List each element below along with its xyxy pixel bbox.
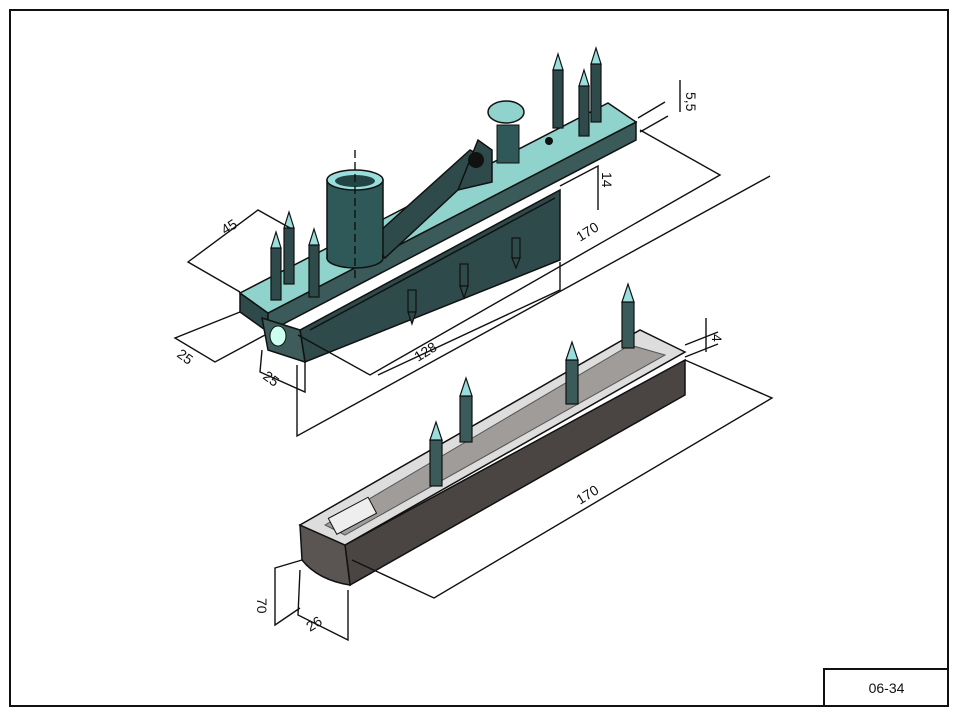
adjust-knob xyxy=(487,100,525,124)
screw xyxy=(308,226,320,298)
threaded-stud xyxy=(496,124,520,164)
screw xyxy=(459,263,469,300)
tray-end xyxy=(299,523,351,586)
dim-overall-length-top: 170 xyxy=(573,218,601,244)
screw xyxy=(552,51,564,129)
dim-lip-height: 4 xyxy=(709,334,725,342)
drawing-frame xyxy=(9,9,949,707)
end-bearing xyxy=(269,325,287,347)
dimension-lines-bottom xyxy=(274,318,774,642)
dimension-lines-top xyxy=(173,80,771,438)
screw xyxy=(621,282,635,349)
top-pivot-assembly: 5,5 14 170 45 128 25 25 xyxy=(173,45,771,438)
screws-bottom xyxy=(429,282,635,487)
dim-height: 70 xyxy=(254,598,270,614)
dim-plate-thickness: 5,5 xyxy=(683,92,699,112)
screw xyxy=(407,289,417,326)
screw xyxy=(270,229,282,301)
screw xyxy=(429,420,443,487)
screw xyxy=(565,340,579,405)
bottom-pivot-tray: 4 170 70 26 xyxy=(254,282,774,642)
tray-inset xyxy=(323,344,667,536)
screw xyxy=(459,376,473,443)
screw xyxy=(578,67,590,137)
tray-socket xyxy=(327,496,378,535)
dim-end-height: 25 xyxy=(260,367,282,389)
screw xyxy=(283,209,295,285)
screws-top xyxy=(270,45,602,326)
dim-plate-width: 45 xyxy=(218,216,240,238)
dim-channel-height: 14 xyxy=(599,172,615,188)
pivot-cylinder xyxy=(326,150,384,280)
screw xyxy=(590,45,602,123)
drawing-number: 06-34 xyxy=(823,668,948,706)
dim-width: 26 xyxy=(303,613,325,635)
dim-overall-length-bottom: 170 xyxy=(573,481,601,507)
screw xyxy=(511,237,521,270)
